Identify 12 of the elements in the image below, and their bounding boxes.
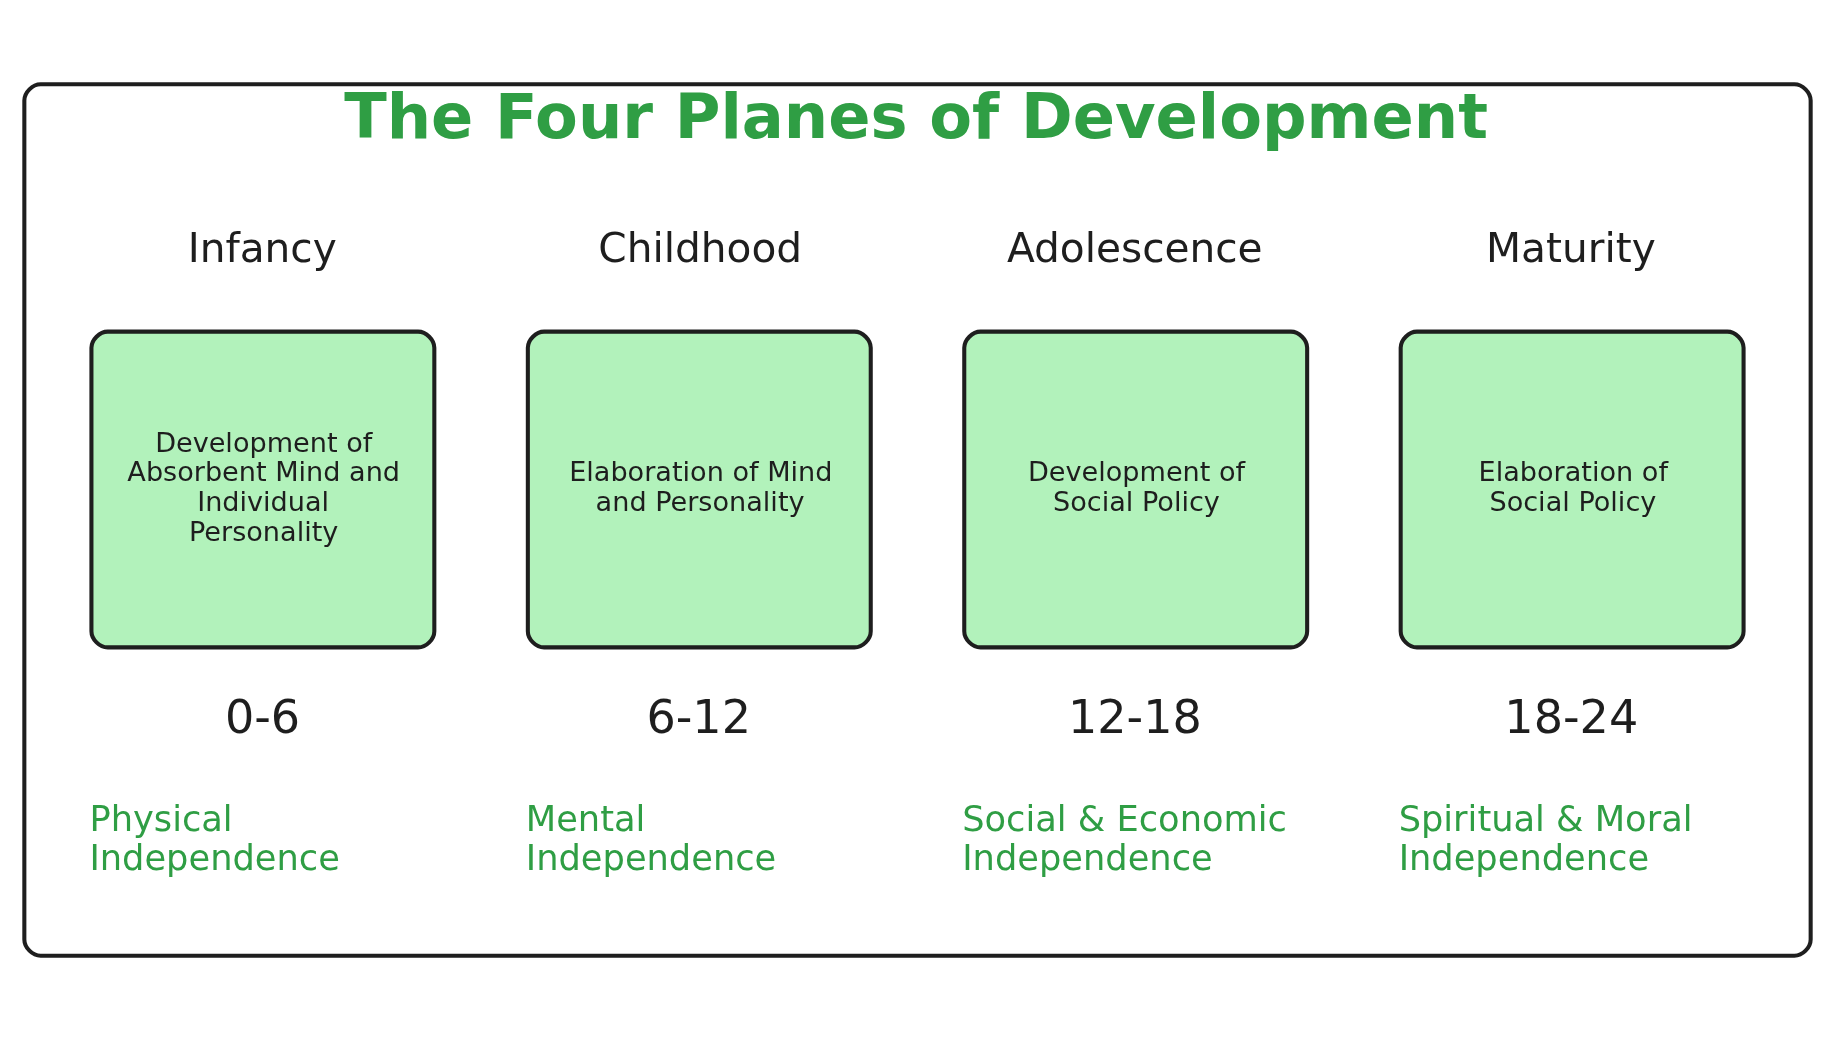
node-label: 6-12 (646, 690, 752, 745)
node-label: 0-6 (224, 690, 301, 745)
node-label: Maturity (1486, 223, 1656, 272)
node-label: 12-18 (1067, 690, 1202, 745)
node-label: Social & Economic Independence (962, 797, 1287, 879)
node-label: Spiritual & Moral Independence (1398, 797, 1693, 879)
node-label: 18-24 (1504, 690, 1639, 745)
node-label: Infancy (187, 223, 337, 272)
node-label: Childhood (598, 223, 803, 272)
node-label: Physical Independence (89, 797, 340, 879)
node-label: Adolescence (1006, 223, 1263, 272)
node-label: Mental Independence (525, 797, 777, 879)
